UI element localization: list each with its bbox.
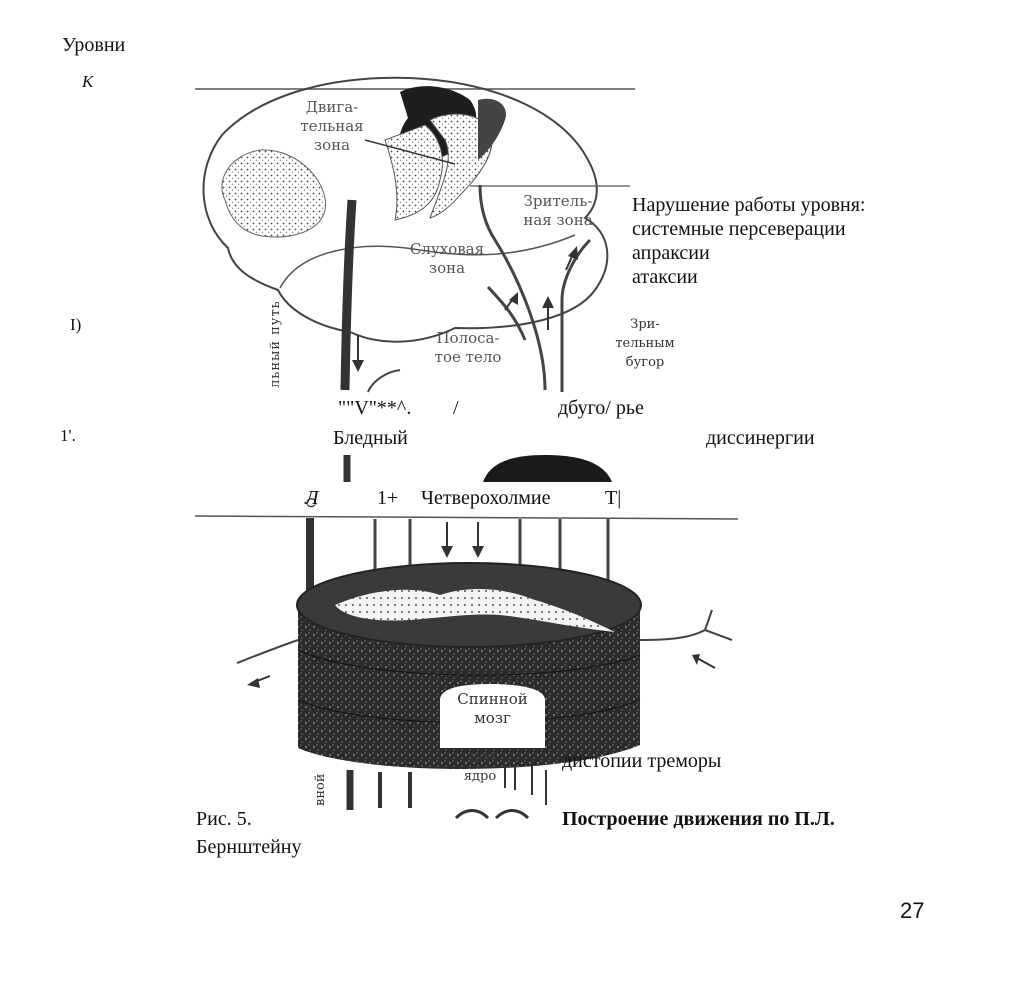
- level-line-a: [194, 515, 739, 520]
- dystonia-label: дистопии треморы: [562, 750, 722, 772]
- visual-zone-label: Зритель-ная зона: [523, 192, 593, 229]
- disorders-heading: Нарушение работы уровня:: [632, 194, 866, 216]
- quadrigemina-label: Четверохолмие: [421, 487, 551, 509]
- slash-mark: /: [453, 397, 459, 419]
- pallidum-label: Бледный: [333, 427, 408, 449]
- level-c-mark: 1'.: [60, 426, 76, 445]
- ocr-fragment: ""V"**^.: [338, 397, 412, 419]
- t-mark: Т|: [605, 487, 622, 509]
- caption-title: Построение движения по П.Л.: [562, 808, 835, 830]
- disorder-item: атаксии: [632, 266, 698, 288]
- caption-continuation: Бернштейну: [196, 836, 302, 858]
- l-mark: Л: [305, 487, 319, 509]
- disorder-item: системные персеверации: [632, 218, 846, 240]
- disorder-item: апраксии: [632, 242, 710, 264]
- pyramidal-path-bottom: вной: [313, 773, 328, 806]
- level-k-mark: К: [82, 72, 94, 91]
- levels-title: Уровни: [62, 34, 126, 56]
- dbugo-text: дбуго/ рье: [558, 397, 644, 419]
- striatum-label: Полоса-тое тело: [434, 329, 502, 366]
- page-number: 27: [900, 898, 925, 923]
- caption-label: Рис. 5.: [196, 808, 252, 830]
- plus-one-mark: 1+: [377, 487, 399, 509]
- dyssynergia-label: диссинергии: [706, 427, 815, 449]
- pyramidal-path-top: льный путь: [268, 300, 283, 388]
- level-d-mark: I): [70, 315, 82, 334]
- disorders-block: Нарушение работы уровня: системные персе…: [632, 193, 866, 289]
- brain-outline: [202, 76, 609, 343]
